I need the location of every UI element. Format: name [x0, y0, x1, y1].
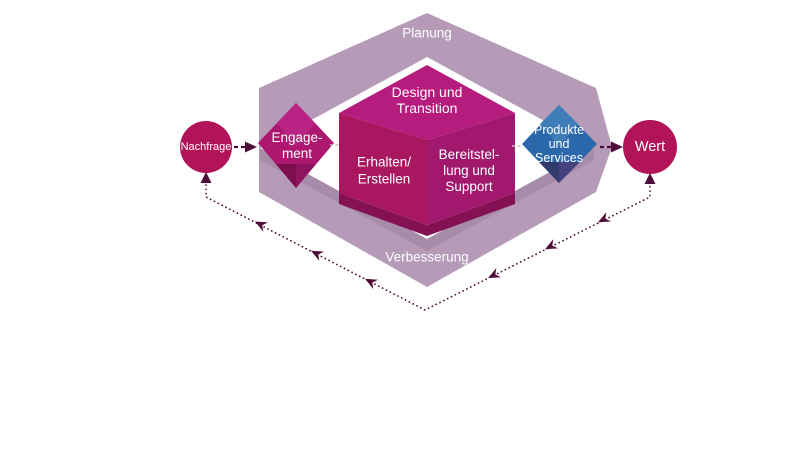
feedback-dart-left-3 — [365, 278, 379, 289]
value-circle-label: Wert — [634, 139, 666, 155]
engagement-label-line2: ment — [281, 146, 313, 161]
cube-left-face — [339, 113, 427, 225]
products-label-line2: und — [548, 137, 570, 151]
feedback-loop-path — [205, 184, 651, 311]
cube-left-face-label: Erhalten/ Erstellen — [357, 155, 411, 188]
value-entry-arrowhead — [644, 173, 656, 184]
demand-circle-label: Nachfrage — [180, 141, 232, 153]
improvement-band-label: Verbesserung — [385, 249, 469, 265]
products-label-line1: Produkte — [533, 123, 585, 137]
products-gem-dark-left — [539, 162, 559, 183]
engagement-label-line1: Engage- — [271, 130, 323, 145]
products-label-line3: Services — [535, 151, 583, 165]
cube-right-face — [427, 113, 515, 225]
products-to-value-arrowhead — [611, 141, 623, 153]
feedback-dart-right-2 — [545, 239, 559, 250]
engagement-gem-dark-right — [296, 164, 316, 188]
demand-circle — [180, 121, 232, 173]
feedback-dart-right-3 — [488, 268, 502, 279]
cube-top-face-label: Design und Transition — [392, 84, 463, 116]
products-gem-label: Produkte und Services — [534, 123, 584, 165]
cube-left-label-line1: Erhalten/ — [356, 154, 412, 170]
feedback-dart-left-2 — [311, 250, 325, 261]
engagement-gem-dark-left — [276, 164, 296, 188]
products-gem-top-facet — [540, 105, 578, 146]
cube-base-shadow — [339, 193, 515, 236]
cube-left-label-line2: Erstellen — [357, 171, 411, 186]
feedback-dart-left-1 — [255, 221, 269, 232]
cube-right-label-line3: Support — [445, 179, 493, 194]
cube-top-label-line2: Transition — [396, 100, 458, 116]
feedback-dart-right-1 — [598, 212, 612, 223]
cube-right-face-label: Bereitstel- lung und Support — [439, 147, 500, 195]
value-circle — [623, 120, 677, 174]
engagement-gem-top-facet — [277, 103, 315, 146]
cube-right-label-line1: Bereitstel- — [438, 147, 500, 162]
cube-right-label-line2: lung und — [443, 163, 495, 178]
cube-top-face — [339, 65, 515, 140]
products-gem-dark-right — [559, 162, 580, 183]
demand-to-engagement-arrowhead — [245, 141, 257, 153]
demand-entry-arrowhead — [200, 172, 212, 183]
cube-top-label-line1: Design und — [391, 84, 463, 100]
planning-band-label: Planung — [402, 25, 452, 41]
engagement-gem-label: Engage- ment — [271, 130, 322, 162]
